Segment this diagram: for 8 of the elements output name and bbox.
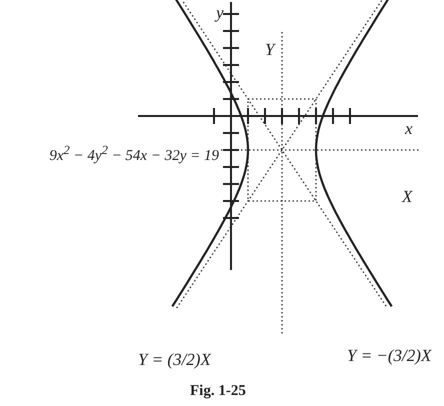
axis-label: X <box>402 188 412 205</box>
equation-label: 9x$^{2}$ − 4y$^{2}$ − 54x − 32y = 19 <box>48 144 220 164</box>
axis-label: y <box>216 4 224 21</box>
axis-label: Y <box>265 41 274 58</box>
asymptote-equation: Y = (3/2)X <box>138 351 211 368</box>
asymptote-equation: Y = −(3/2)X <box>347 347 432 364</box>
figure-caption: Fig. 1-25 <box>190 383 246 400</box>
axis-label: x <box>405 120 413 137</box>
